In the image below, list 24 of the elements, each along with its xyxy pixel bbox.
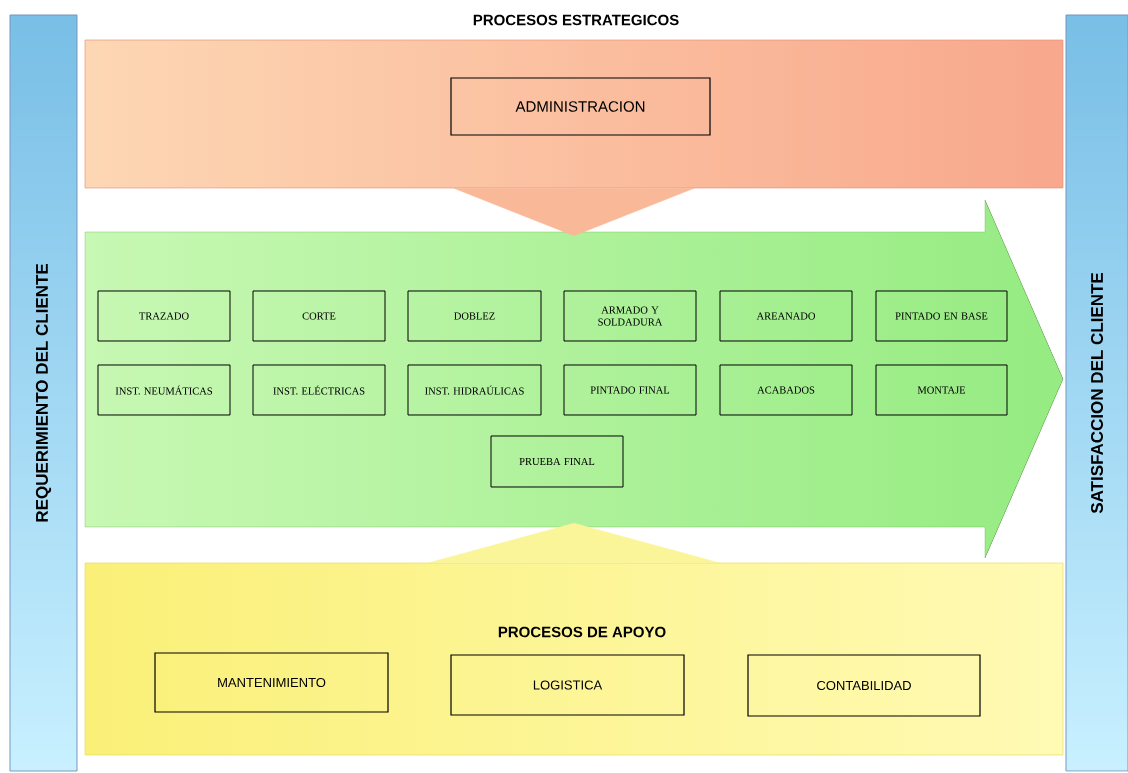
process-box: PRUEBA FINAL — [490, 435, 624, 488]
process-box: PINTADO FINAL — [563, 364, 697, 416]
side-bar: SATISFACCION DEL CLIENTE — [1065, 14, 1128, 772]
band-heading: PROCESOS ESTRATEGICOS — [473, 14, 679, 26]
side-bar: REQUERIMIENTO DEL CLIENTE — [9, 14, 78, 772]
process-box: INST. HIDRAÚLICAS — [407, 364, 542, 416]
chevron-arrow — [428, 522, 720, 563]
process-box: ADMINISTRACION — [450, 77, 711, 136]
process-box: PINTADO EN BASE — [875, 290, 1008, 342]
chevron-arrow — [453, 188, 695, 237]
process-box: INST. NEUMÁTICAS — [97, 364, 231, 416]
process-box: MONTAJE — [875, 364, 1008, 416]
process-box: ACABADOS — [719, 364, 853, 416]
process-box: DOBLEZ — [407, 290, 542, 342]
process-arrow — [84, 199, 1064, 559]
process-box: ARMADO Y SOLDADURA — [563, 290, 697, 342]
process-box: MANTENIMIENTO — [154, 652, 389, 713]
process-box: TRAZADO — [97, 290, 231, 342]
band-heading: PROCESOS DE APOYO — [498, 626, 666, 638]
process-box: LOGISTICA — [450, 654, 685, 716]
process-box: CONTABILIDAD — [747, 654, 981, 717]
process-box: AREANADO — [719, 290, 853, 342]
process-box: CORTE — [252, 290, 386, 342]
process-box: INST. ELÉCTRICAS — [252, 364, 386, 416]
